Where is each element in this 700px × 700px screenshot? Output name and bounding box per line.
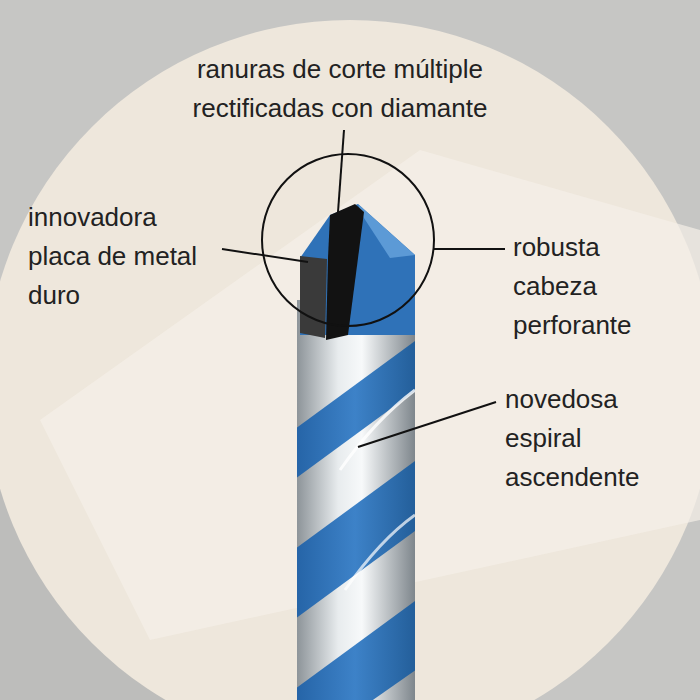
callout-label: innovadora placa de metal duro: [28, 198, 218, 315]
head-facet: [358, 204, 415, 258]
carbide-plate: [300, 256, 327, 338]
callout-label: robusta cabeza perforante: [513, 228, 663, 345]
callout-label: novedosa espiral ascendente: [505, 380, 680, 497]
callout-label: ranuras de corte múltiple rectificadas c…: [140, 50, 540, 128]
leader-line: [434, 248, 505, 250]
background-circle: [0, 20, 700, 700]
spiral-highlight: [340, 390, 415, 470]
leader-line: [338, 130, 344, 212]
carbide-tip: [326, 204, 364, 340]
spiral-highlight: [345, 515, 415, 590]
spiral-band: [297, 450, 415, 630]
zoom-circle: [262, 154, 434, 326]
spiral-band: [297, 590, 415, 700]
leader-line: [358, 402, 496, 447]
leader-line: [222, 249, 308, 262]
spiral-band: [297, 330, 415, 490]
